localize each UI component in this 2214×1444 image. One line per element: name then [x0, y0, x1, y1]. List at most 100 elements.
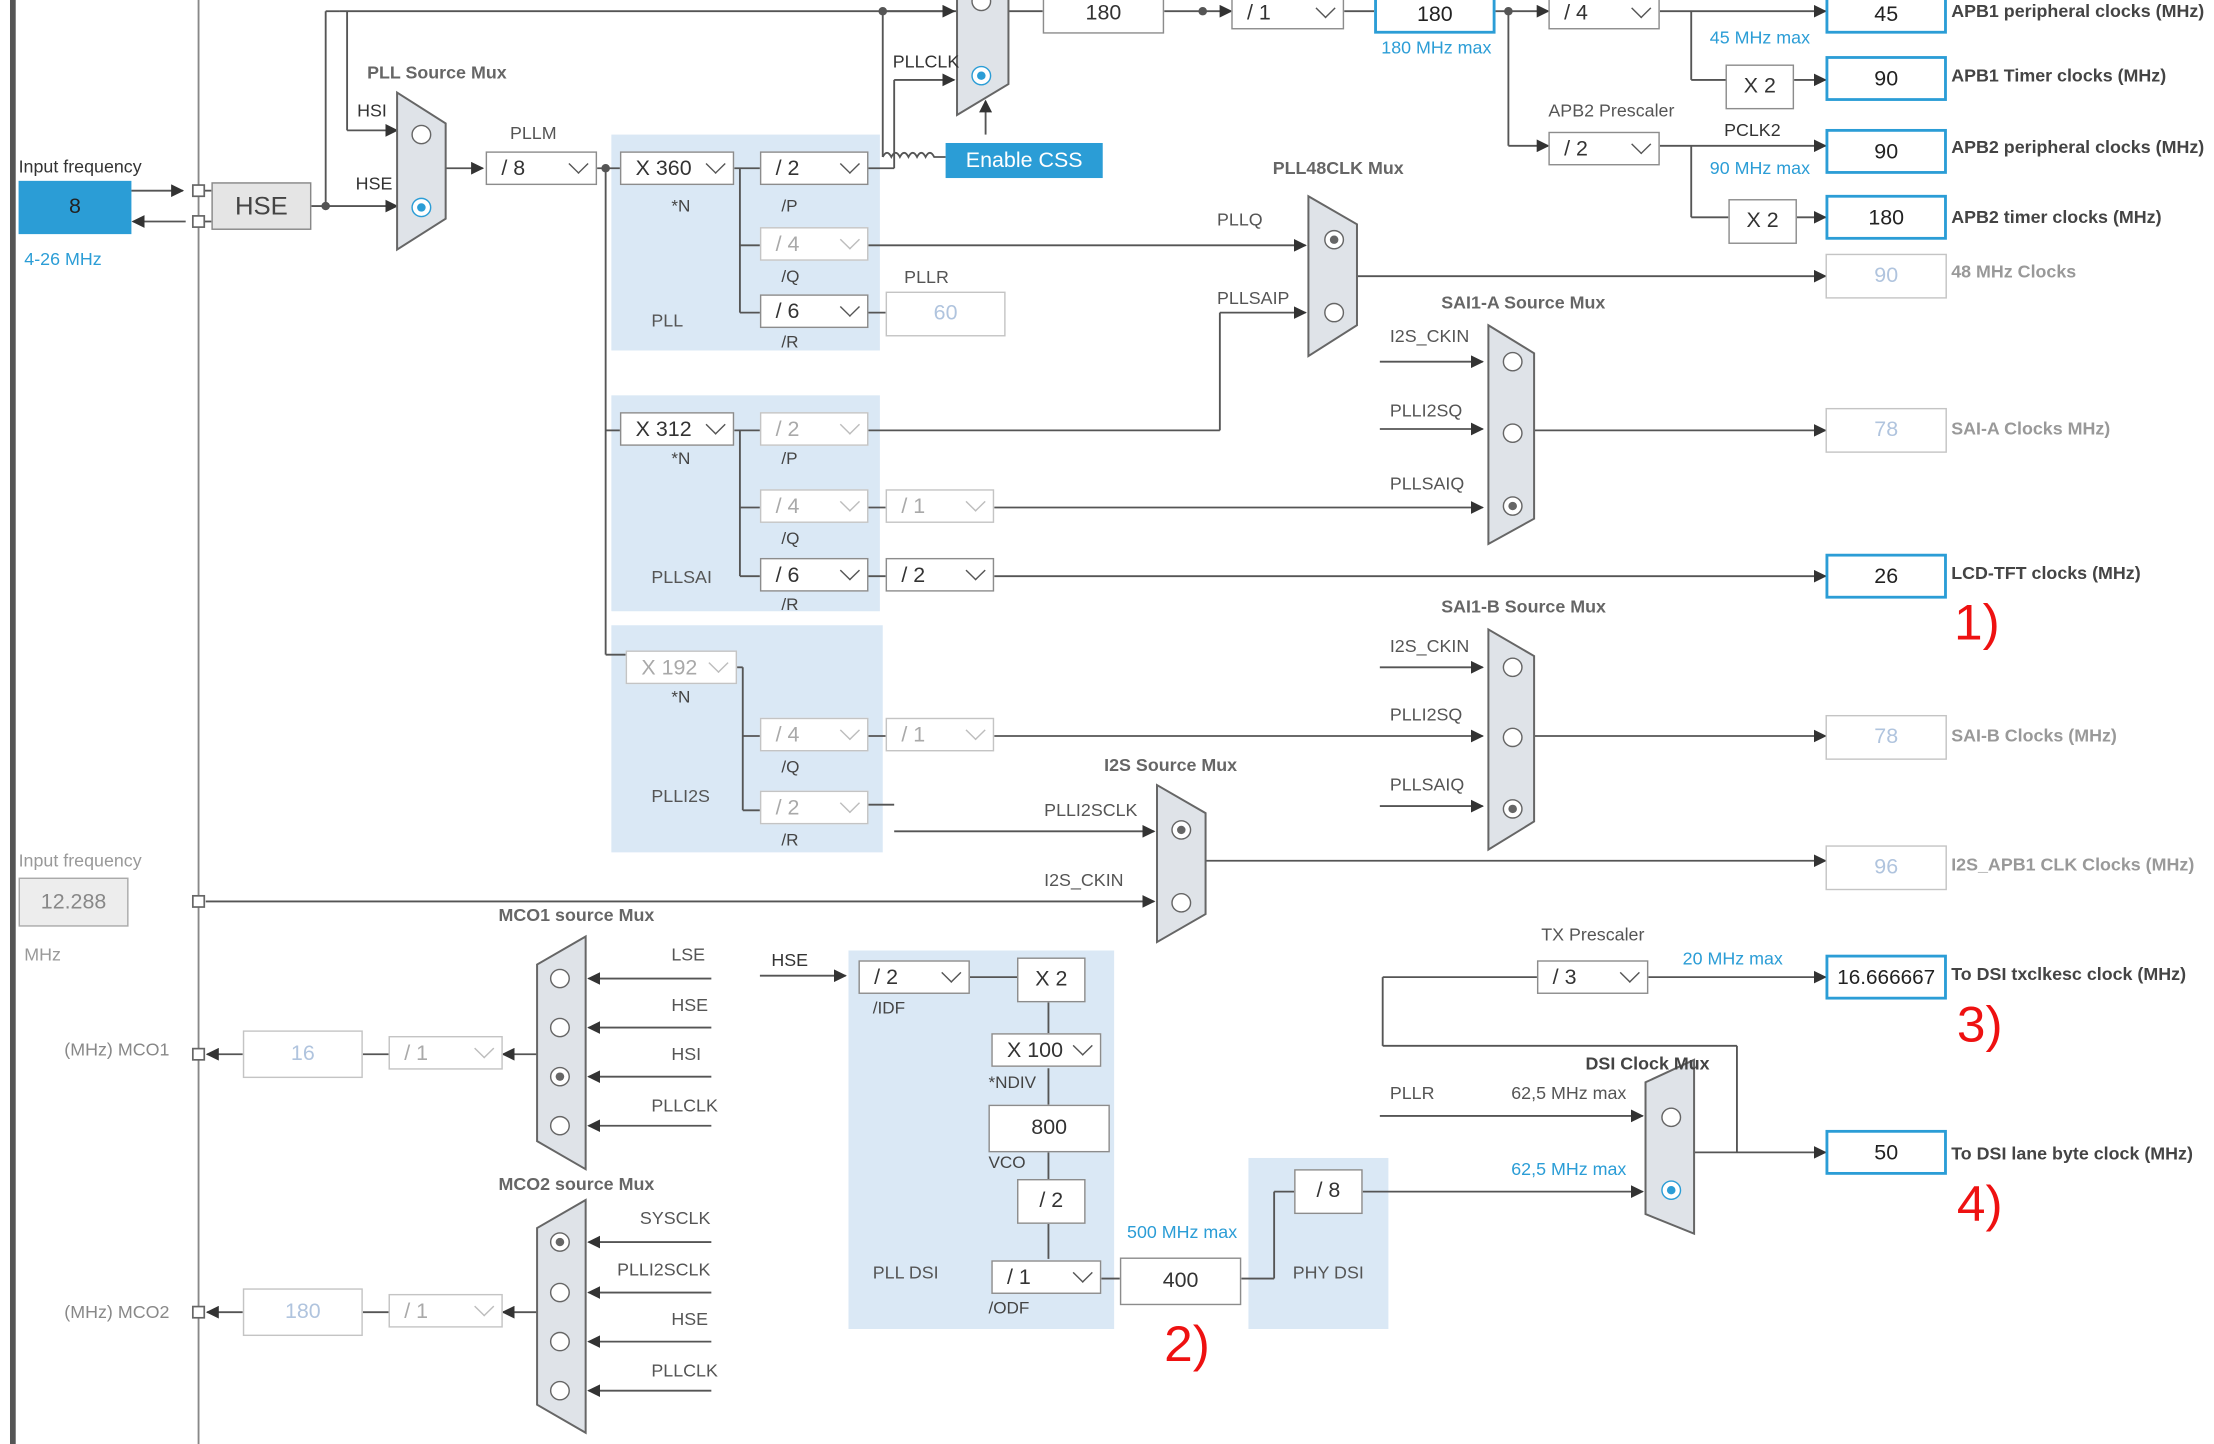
mco1-value: 16	[242, 1030, 363, 1079]
pllsai-r-div-select[interactable]: / 2	[885, 557, 995, 592]
plli2s-r-sub: /R	[781, 829, 799, 850]
apb2-timer-value[interactable]: 180	[1825, 194, 1947, 240]
pll-source-hse-radio[interactable]	[411, 197, 432, 218]
mco1-radio-1[interactable]	[549, 968, 570, 989]
pll-dsi-idf-sub: /IDF	[872, 998, 906, 1018]
input-frequency-label: Input frequency	[18, 157, 142, 177]
mco1-radio-4[interactable]	[549, 1115, 570, 1136]
sysclk-value[interactable]: 180	[1042, 0, 1165, 34]
dsi-txclkesc-value[interactable]: 16.666667	[1825, 954, 1947, 1000]
pll-p-sub: /P	[781, 196, 798, 216]
apb2-prescaler-select[interactable]: / 2	[1548, 131, 1660, 166]
i2s-input-frequency[interactable]: 12.288	[18, 877, 129, 927]
mco2-radio-2[interactable]	[549, 1282, 570, 1303]
pll48-pllsaip-radio[interactable]	[1324, 302, 1345, 323]
mco2-radio-4[interactable]	[549, 1380, 570, 1401]
dsi-lane-byte-label: To DSI lane byte clock (MHz)	[1951, 1143, 2193, 1164]
sai-a-value: 78	[1825, 407, 1947, 453]
plli2s-q-select[interactable]: / 4	[759, 717, 869, 752]
pllsai-q-select[interactable]: / 4	[759, 489, 869, 523]
lcd-tft-label: LCD-TFT clocks (MHz)	[1951, 563, 2141, 584]
mco2-div-select[interactable]: / 1	[388, 1293, 503, 1328]
sai1a-radio-1[interactable]	[1502, 351, 1523, 372]
mco2-radio-3[interactable]	[549, 1331, 570, 1352]
dsi-lane-byte-value[interactable]: 50	[1825, 1129, 1947, 1175]
tx-prescaler-select[interactable]: / 3	[1536, 960, 1649, 994]
plli2s-q-div-select[interactable]: / 1	[885, 717, 995, 752]
plli2s-q-sub: /Q	[781, 757, 800, 777]
apb1-timer-mult: X 2	[1725, 64, 1795, 110]
hse-range: 4-26 MHz	[24, 249, 102, 270]
apb1-periph-value[interactable]: 45	[1825, 0, 1947, 34]
sysclk-mux-radio-pllclk[interactable]	[971, 65, 992, 86]
marker-4: 4)	[1956, 1174, 2003, 1233]
pllsai-r-select[interactable]: / 6	[759, 557, 869, 592]
pll-p-select[interactable]: / 2	[759, 151, 869, 186]
sai1b-mux-title: SAI1-B Source Mux	[1441, 597, 1606, 617]
pllsai-n-select[interactable]: X 312	[619, 412, 735, 446]
sai1a-radio-2[interactable]	[1502, 423, 1523, 444]
mco2-label: (MHz) MCO2	[64, 1302, 170, 1322]
mco1-radio-2[interactable]	[549, 1017, 570, 1038]
i2s-mux-radio-1[interactable]	[1171, 820, 1192, 840]
apb2-timer-mult: X 2	[1728, 199, 1797, 244]
plli2s-n-sub: *N	[671, 686, 691, 707]
apb2-periph-value[interactable]: 90	[1825, 128, 1947, 174]
sai1b-in3: PLLSAIQ	[1389, 775, 1465, 795]
pll48-pllq-radio[interactable]	[1324, 229, 1345, 250]
hclk-value[interactable]: 180	[1374, 0, 1496, 34]
pll-source-hsi-radio[interactable]	[411, 124, 432, 145]
sai1b-radio-1[interactable]	[1502, 657, 1523, 678]
pllm-label: PLLM	[509, 123, 557, 143]
pll-n-sub: *N	[671, 196, 691, 216]
i2s-mux-title: I2S Source Mux	[1104, 755, 1238, 776]
pll-dsi-out-max: 500 MHz max	[1127, 1222, 1238, 1243]
apb1-timer-value[interactable]: 90	[1825, 56, 1947, 101]
mco2-mux-title: MCO2 source Mux	[498, 1174, 655, 1195]
lcd-tft-value[interactable]: 26	[1825, 553, 1947, 599]
hse-input-frequency[interactable]: 8	[18, 180, 132, 235]
dsi-mux-radio-phy[interactable]	[1661, 1180, 1682, 1201]
mco1-radio-3[interactable]	[549, 1066, 570, 1087]
pll-q-sub: /Q	[781, 266, 800, 286]
pllsai-n-sub: *N	[671, 448, 691, 469]
sai-b-label: SAI-B Clocks (MHz)	[1951, 726, 2117, 746]
ahb-prescaler-select[interactable]: / 1	[1231, 0, 1345, 30]
dsi-mux-radio-pllr[interactable]	[1661, 1107, 1682, 1128]
dsi-clock-mux-title: DSI Clock Mux	[1585, 1054, 1710, 1074]
pllsai-name: PLLSAI	[651, 567, 712, 588]
pll-n-select[interactable]: X 360	[619, 151, 735, 186]
i2s-mux-radio-2[interactable]	[1171, 893, 1192, 913]
mco2-radio-1[interactable]	[549, 1232, 570, 1252]
plli2s-n-select[interactable]: X 192	[625, 650, 738, 685]
pllm-select[interactable]: / 8	[485, 151, 598, 186]
pllsai-q-div-select[interactable]: / 1	[885, 489, 995, 523]
mco1-div-select[interactable]: / 1	[388, 1036, 503, 1070]
pll-r-select[interactable]: / 6	[759, 294, 869, 329]
sai1a-radio-3[interactable]	[1502, 496, 1523, 516]
sai1b-radio-2[interactable]	[1502, 727, 1523, 748]
pllsai-p-select[interactable]: / 2	[759, 412, 869, 446]
sai1a-in1: I2S_CKIN	[1389, 326, 1470, 347]
marker-1: 1)	[1954, 593, 2000, 651]
pll-dsi-odf-select[interactable]: / 1	[991, 1260, 1102, 1294]
plli2s-r-select[interactable]: / 2	[759, 790, 869, 825]
sai1a-mux-title: SAI1-A Source Mux	[1441, 292, 1606, 313]
dsi-mux-pllr-label: PLLR	[1389, 1083, 1435, 1104]
mco2-value: 180	[242, 1288, 363, 1337]
apb1-prescaler-select[interactable]: / 4	[1548, 0, 1660, 30]
mco1-in1: LSE	[671, 944, 706, 965]
pll-dsi-idf-select[interactable]: / 2	[858, 960, 970, 994]
sai1b-in1: I2S_CKIN	[1389, 636, 1470, 657]
tx-prescaler-title: TX Prescaler	[1541, 925, 1645, 945]
sai-a-label: SAI-A Clocks MHz)	[1951, 419, 2111, 439]
dsi-txclkesc-label: To DSI txclkesc clock (MHz)	[1951, 964, 2187, 985]
pll-dsi-ndiv-select[interactable]: X 100	[991, 1033, 1102, 1067]
apb2-prescaler-label: APB2 Prescaler	[1548, 100, 1675, 121]
apb1-periph-label: APB1 peripheral clocks (MHz)	[1951, 1, 2205, 22]
pll-q-select[interactable]: / 4	[759, 227, 869, 261]
enable-css-button[interactable]: Enable CSS	[945, 142, 1103, 179]
sai1b-radio-3[interactable]	[1502, 799, 1523, 819]
pllsai-p-sub: /P	[781, 448, 798, 469]
pll-name: PLL	[651, 311, 684, 331]
